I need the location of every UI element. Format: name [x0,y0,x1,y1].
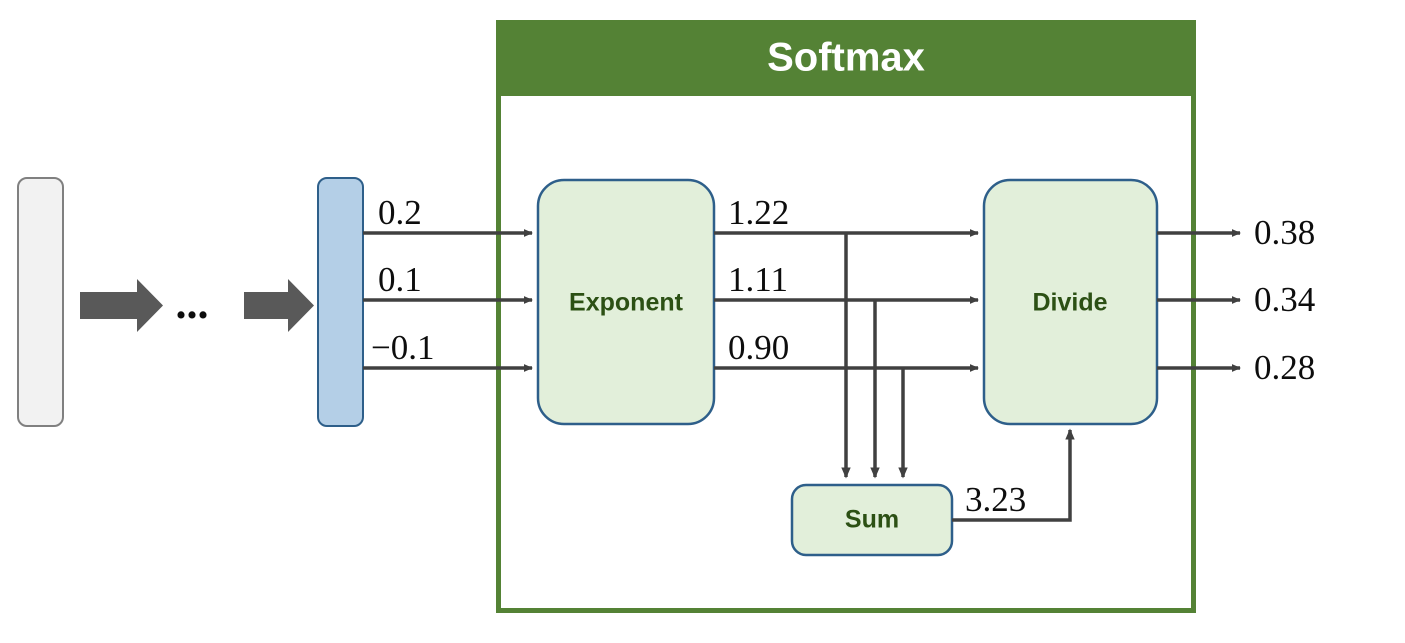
ellipsis-label: ... [176,279,209,328]
output-value-1: 0.34 [1254,280,1315,319]
sum-branch-connectors [841,233,908,479]
exponential-value-2: 0.90 [728,328,789,367]
exponential-value-1: 1.11 [728,260,788,299]
logits-vector-stack [317,177,364,427]
exponent-block[interactable]: Exponent [536,178,716,426]
flow-arrow-1 [80,279,163,332]
divide-block[interactable]: Divide [982,178,1159,426]
input-vector-stack [17,177,64,427]
logit-value-2: −0.1 [371,328,435,367]
flow-arrow-2 [244,279,314,332]
logit-connectors [363,229,533,372]
output-connectors [1157,229,1241,372]
sum-block-label: Sum [845,506,899,534]
sum-value-label: 3.23 [965,480,1026,519]
output-value-2: 0.28 [1254,348,1315,387]
logit-value-0: 0.2 [378,193,422,232]
logit-value-1: 0.1 [378,260,422,299]
exponential-value-0: 1.22 [728,193,789,232]
divide-block-label: Divide [1032,289,1107,317]
sum-block[interactable]: Sum [790,483,954,557]
exponent-block-shape[interactable] [536,178,716,426]
softmax-panel-header [496,20,1196,96]
panel-title: Softmax [767,36,925,80]
sum-to-divide-connector [952,428,1075,522]
exponent-block-label: Exponent [569,289,684,317]
output-value-0: 0.38 [1254,213,1315,252]
divide-block-shape[interactable] [982,178,1159,426]
